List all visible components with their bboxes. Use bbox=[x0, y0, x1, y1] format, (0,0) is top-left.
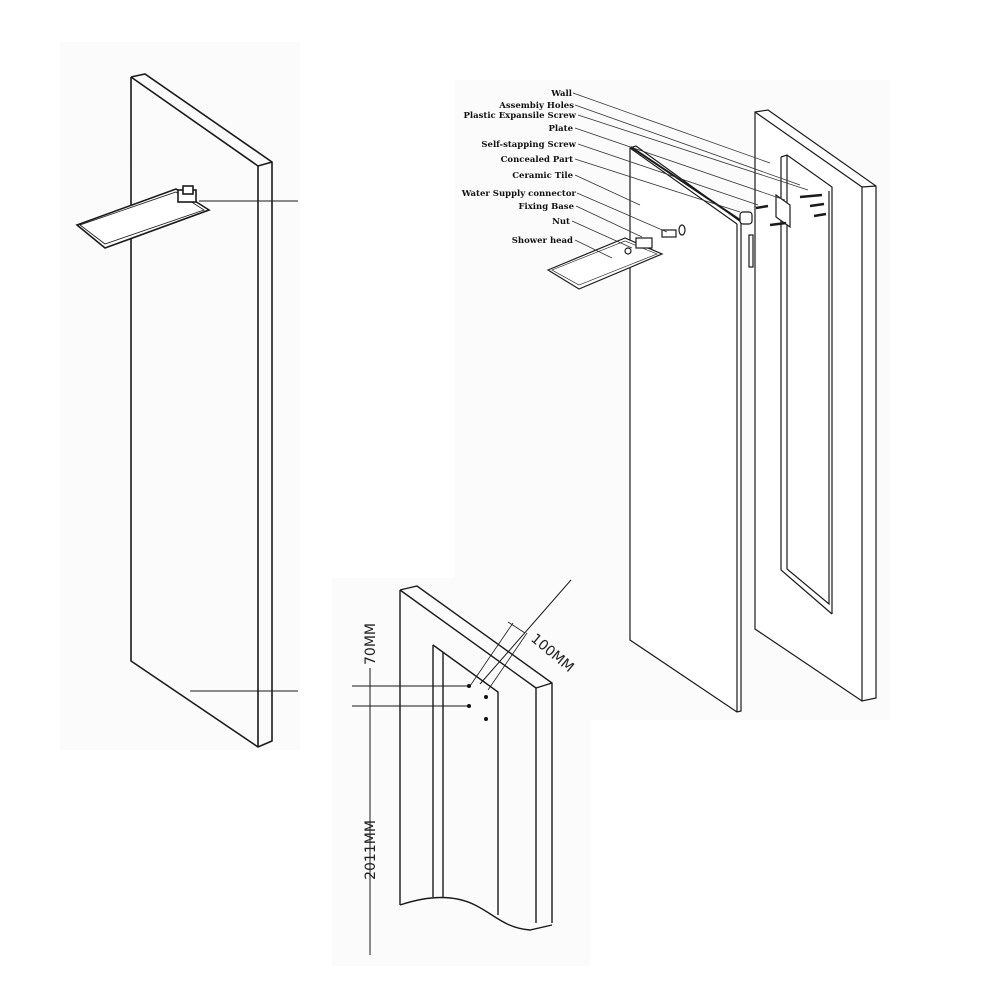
dim-100mm: 100MM bbox=[527, 631, 576, 676]
dimensions-panel bbox=[332, 578, 590, 966]
overview-panel bbox=[60, 42, 300, 750]
label-assembly-holes: Assembiy Holes bbox=[498, 101, 574, 111]
label-wall: Wall bbox=[550, 89, 573, 99]
label-plastic-expansile-screw: Plastic Expansile Screw bbox=[463, 111, 576, 121]
dim-70mm: 70MM bbox=[363, 623, 379, 665]
label-self-stapping-screw: Self-stapping Screw bbox=[481, 140, 576, 150]
label-water-supply-connector: Water Supply connector bbox=[461, 189, 577, 199]
label-shower-head: Shower head bbox=[512, 236, 573, 246]
label-plate: Plate bbox=[549, 124, 574, 134]
label-nut: Nut bbox=[552, 217, 570, 227]
dim-2011mm: 2011MM bbox=[363, 820, 379, 880]
label-fixing-base: Fixing Base bbox=[518, 202, 574, 212]
label-concealed-part: Concealed Part bbox=[501, 155, 573, 165]
label-ceramic-tile: Ceramic Tile bbox=[512, 171, 573, 181]
